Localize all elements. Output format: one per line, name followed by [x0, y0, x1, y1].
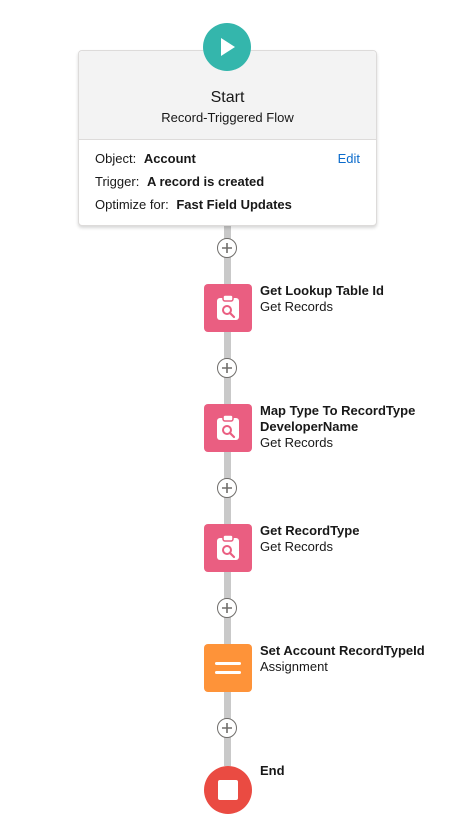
node-name: Get Lookup Table Id	[260, 283, 384, 298]
end-name: End	[260, 763, 285, 778]
node-type: Get Records	[260, 299, 333, 314]
plus-icon	[222, 723, 232, 733]
optimize-row: Optimize for: Fast Field Updates	[95, 197, 292, 212]
start-subtitle: Record-Triggered Flow	[161, 110, 294, 125]
plus-icon	[222, 483, 232, 493]
node-label-map-type-to-recordtype[interactable]: Map Type To RecordType DeveloperName Get…	[260, 403, 450, 451]
add-element-button[interactable]	[217, 478, 237, 498]
start-element[interactable]: Start Record-Triggered Flow Object: Acco…	[78, 50, 377, 226]
play-icon[interactable]	[203, 23, 251, 71]
object-value: Account	[143, 151, 196, 166]
object-label: Object:	[95, 151, 137, 166]
get-records-icon[interactable]	[204, 524, 252, 572]
object-row: Object: Account	[95, 151, 196, 166]
node-name: Map Type To RecordType DeveloperName	[260, 403, 416, 434]
node-label-get-lookup-table-id[interactable]: Get Lookup Table Id Get Records	[260, 283, 450, 315]
plus-icon	[222, 363, 232, 373]
add-element-button[interactable]	[217, 238, 237, 258]
add-element-button[interactable]	[217, 718, 237, 738]
node-label-set-account-recordtypeid[interactable]: Set Account RecordTypeId Assignment	[260, 643, 450, 675]
add-element-button[interactable]	[217, 358, 237, 378]
end-label: End	[260, 763, 450, 779]
plus-icon	[222, 243, 232, 253]
get-records-icon[interactable]	[204, 284, 252, 332]
trigger-row: Trigger: A record is created	[95, 174, 264, 189]
node-label-get-recordtype[interactable]: Get RecordType Get Records	[260, 523, 450, 555]
trigger-label: Trigger:	[95, 174, 140, 189]
node-type: Assignment	[260, 659, 328, 674]
assignment-icon[interactable]	[204, 644, 252, 692]
node-name: Get RecordType	[260, 523, 360, 538]
node-type: Get Records	[260, 539, 333, 554]
optimize-value: Fast Field Updates	[176, 197, 292, 212]
edit-link[interactable]: Edit	[337, 151, 360, 166]
stop-icon	[204, 766, 252, 814]
add-element-button[interactable]	[217, 598, 237, 618]
plus-icon	[222, 603, 232, 613]
node-name: Set Account RecordTypeId	[260, 643, 425, 658]
start-title: Start	[210, 89, 245, 106]
node-type: Get Records	[260, 435, 333, 450]
optimize-label: Optimize for:	[95, 197, 169, 212]
trigger-value: A record is created	[146, 174, 265, 189]
get-records-icon[interactable]	[204, 404, 252, 452]
